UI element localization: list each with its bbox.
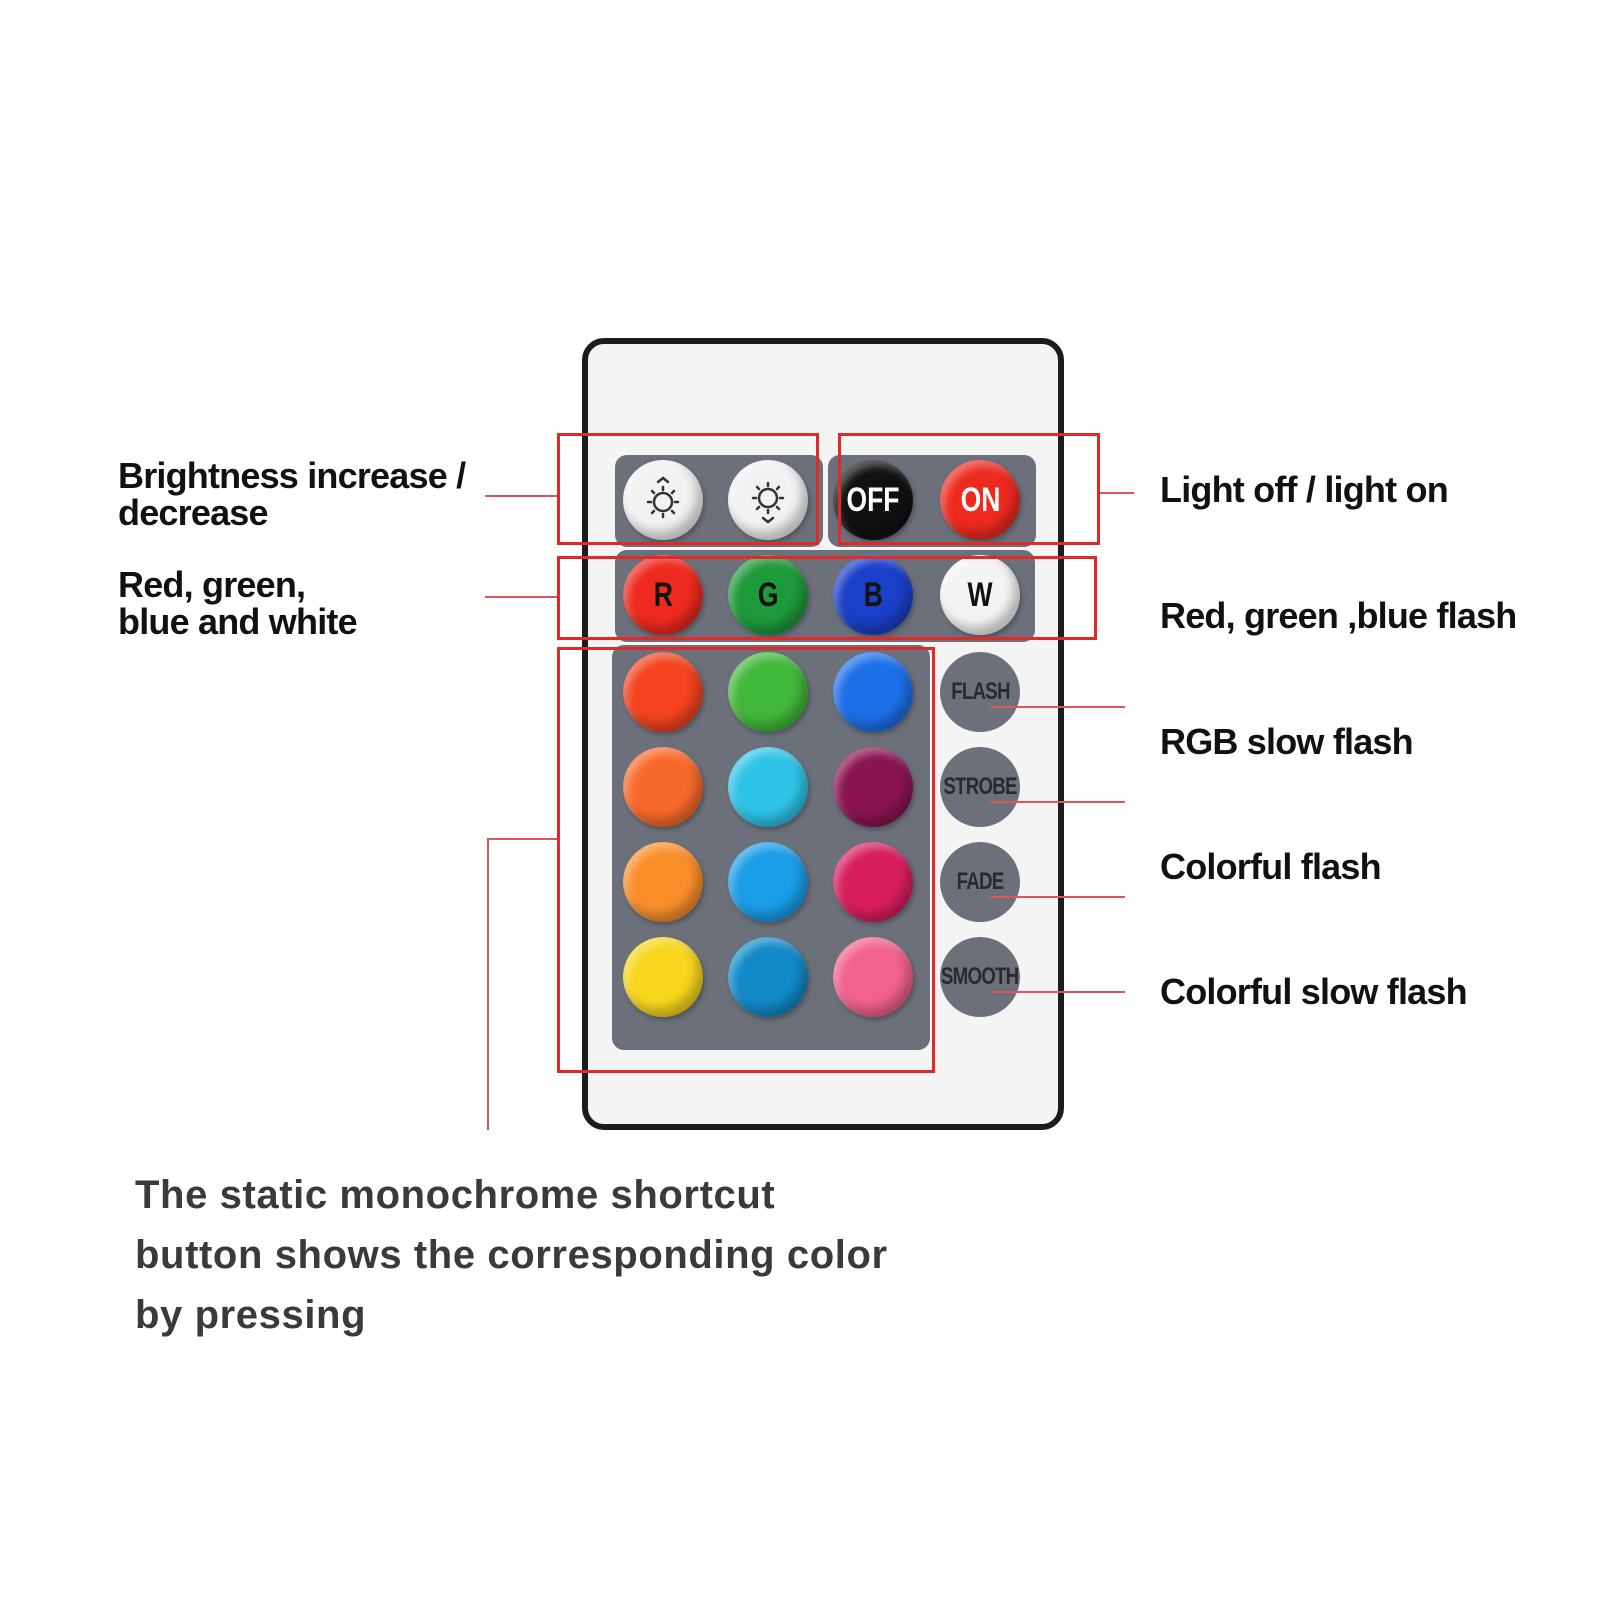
rgbw-label-line2: blue and white [118,601,358,642]
off-button-label: OFF [846,480,900,519]
color-button-r1-c1[interactable] [623,652,703,732]
colorful-flash-label: Colorful flash [1160,846,1382,887]
color-button-r2-c3[interactable] [833,747,913,827]
color-button-r1-c3[interactable] [833,652,913,732]
rgbw-label-line1: Red, green, [118,564,306,605]
fade-button-label: FADE [956,868,1005,895]
static-shortcut-note: The static monochrome shortcut button sh… [135,1173,888,1337]
white-button[interactable]: W [940,555,1020,635]
rgbw-frame [557,556,1097,640]
smooth-button[interactable]: SMOOTH [940,937,1020,1017]
smooth-leader [990,991,1125,993]
color-button-r4-c3[interactable] [833,937,913,1017]
off-button[interactable]: OFF [833,460,913,540]
strobe-leader [990,801,1125,803]
strobe-button-label: STROBE [943,773,1017,800]
rgb-flash-label: Red, green ,blue flash [1160,595,1517,636]
brightness-down-button[interactable] [728,460,808,540]
green-button[interactable]: G [728,555,808,635]
white-button-label: W [967,575,993,614]
color-button-r2-c1[interactable] [623,747,703,827]
brightness-up-icon [646,476,680,519]
blue-button[interactable]: B [833,555,913,635]
color-button-r4-c2[interactable] [728,937,808,1017]
brightness-up-button[interactable] [623,460,703,540]
color-button-r1-c2[interactable] [728,652,808,732]
red-button-label: R [653,575,673,614]
on-button[interactable]: ON [940,460,1020,540]
flash-button-label: FLASH [950,678,1010,705]
color-button-r3-c3[interactable] [833,842,913,922]
power-frame [838,433,1100,545]
fade-leader [990,896,1125,898]
fade-button[interactable]: FADE [940,842,1020,922]
on-button-label: ON [960,480,1000,519]
rgbw-leader [485,596,557,598]
red-button[interactable]: R [623,555,703,635]
smooth-button-label: SMOOTH [941,963,1019,990]
brightness-leader [485,495,557,497]
grid-leader-h [487,838,557,840]
flash-leader [990,706,1125,708]
onoff-label: Light off / light on [1160,469,1449,510]
color-button-r4-c1[interactable] [623,937,703,1017]
color-grid-frame [557,647,935,1073]
green-button-label: G [757,575,779,614]
brightness-label-line1: Brightness increase / [118,455,466,496]
grid-leader-v [487,838,489,1130]
brightness-frame [557,433,819,545]
strobe-button[interactable]: STROBE [940,747,1020,827]
flash-button[interactable]: FLASH [940,652,1020,732]
color-button-r2-c2[interactable] [728,747,808,827]
color-button-r3-c2[interactable] [728,842,808,922]
rgb-slow-flash-label: RGB slow flash [1160,721,1414,762]
brightness-label-line2: decrease [118,492,269,533]
rgbw-label: Red, green, blue and white [118,564,358,642]
brightness-down-icon [751,481,785,524]
colorful-slow-flash-label: Colorful slow flash [1160,971,1468,1012]
power-leader [1100,492,1134,494]
blue-button-label: B [863,575,883,614]
color-button-r3-c1[interactable] [623,842,703,922]
brightness-label: Brightness increase / decrease [118,455,466,533]
